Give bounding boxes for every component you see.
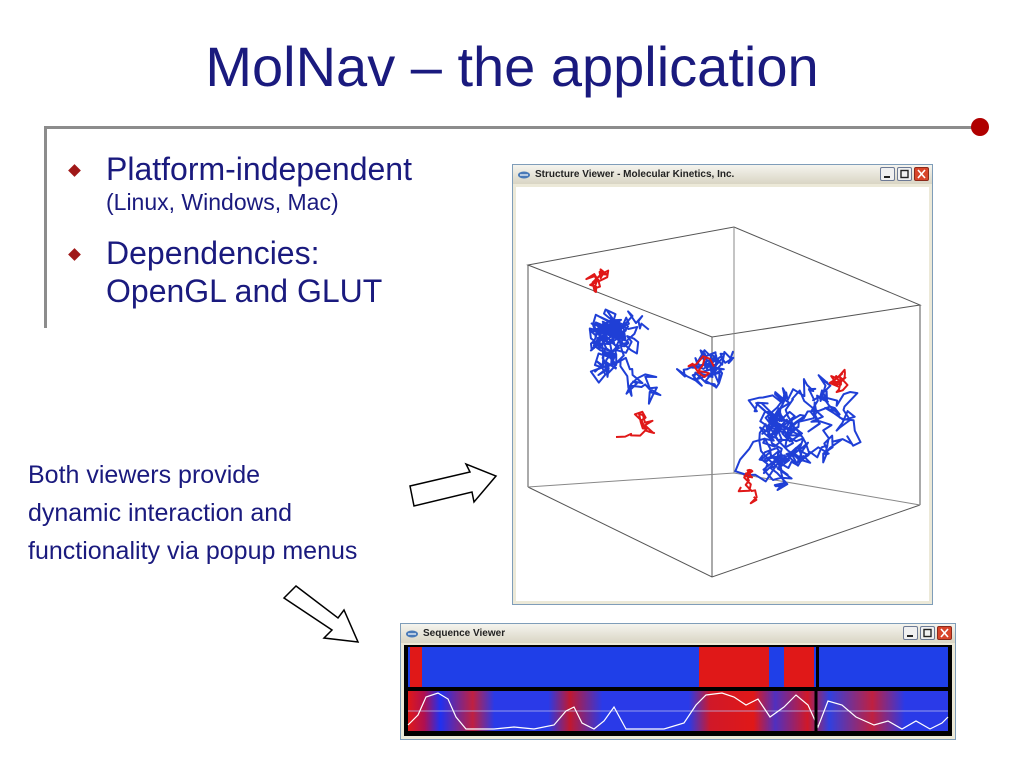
title-divider: [44, 126, 980, 129]
sequence-viewer-titlebar[interactable]: Sequence Viewer: [401, 624, 955, 643]
structure-viewer-window[interactable]: Structure Viewer - Molecular Kinetics, I…: [512, 164, 933, 605]
window-controls: [880, 167, 929, 181]
bullet-item: Dependencies: OpenGL and GLUT: [64, 234, 504, 310]
bullet-text: Dependencies:: [106, 235, 320, 271]
bullet-subtext: (Linux, Windows, Mac): [106, 189, 339, 215]
diamond-bullet-icon: [68, 248, 81, 261]
maximize-button[interactable]: [897, 167, 912, 181]
bullet-text: Platform-independent: [106, 151, 412, 187]
bullet-text-continued: OpenGL and GLUT: [106, 273, 383, 309]
sequence-viewer-window[interactable]: Sequence Viewer: [400, 623, 956, 740]
structure-3d-viewport[interactable]: [516, 187, 929, 601]
sequence-track-area[interactable]: [404, 645, 952, 736]
close-icon: [940, 628, 949, 638]
caption-line: functionality via popup menus: [28, 537, 358, 565]
structure-viewer-titlebar[interactable]: Structure Viewer - Molecular Kinetics, I…: [513, 165, 932, 184]
side-divider: [44, 126, 47, 328]
secondary-structure-track: [408, 647, 948, 687]
minimize-icon: [884, 176, 890, 178]
molecule-render[interactable]: [516, 187, 931, 603]
maximize-button[interactable]: [920, 626, 935, 640]
profile-track: [407, 691, 949, 731]
maximize-icon: [923, 628, 932, 638]
window-title: Structure Viewer - Molecular Kinetics, I…: [535, 169, 735, 180]
arrow-down-right-icon: [282, 585, 360, 643]
accent-dot: [971, 118, 989, 136]
caption-line: dynamic interaction and: [28, 499, 293, 527]
close-icon: [917, 169, 926, 179]
arrow-right-icon: [409, 462, 498, 507]
caption-text: Both viewers provide dynamic interaction…: [28, 456, 488, 570]
diamond-bullet-icon: [68, 164, 81, 177]
close-button[interactable]: [914, 167, 929, 181]
minimize-button[interactable]: [903, 626, 918, 640]
slide-title: MolNav – the application: [205, 35, 819, 98]
app-icon: [406, 630, 418, 637]
sequence-tracks[interactable]: [404, 645, 952, 736]
minimize-icon: [907, 635, 913, 637]
protein-chains: [585, 268, 862, 505]
close-button[interactable]: [937, 626, 952, 640]
caption-line: Both viewers provide: [28, 461, 261, 489]
window-controls: [903, 626, 952, 640]
minimize-button[interactable]: [880, 167, 895, 181]
bullet-list: Platform-independent (Linux, Windows, Ma…: [64, 150, 504, 328]
app-icon: [518, 171, 530, 178]
window-title: Sequence Viewer: [423, 628, 506, 639]
maximize-icon: [900, 169, 909, 179]
bullet-item: Platform-independent (Linux, Windows, Ma…: [64, 150, 504, 216]
